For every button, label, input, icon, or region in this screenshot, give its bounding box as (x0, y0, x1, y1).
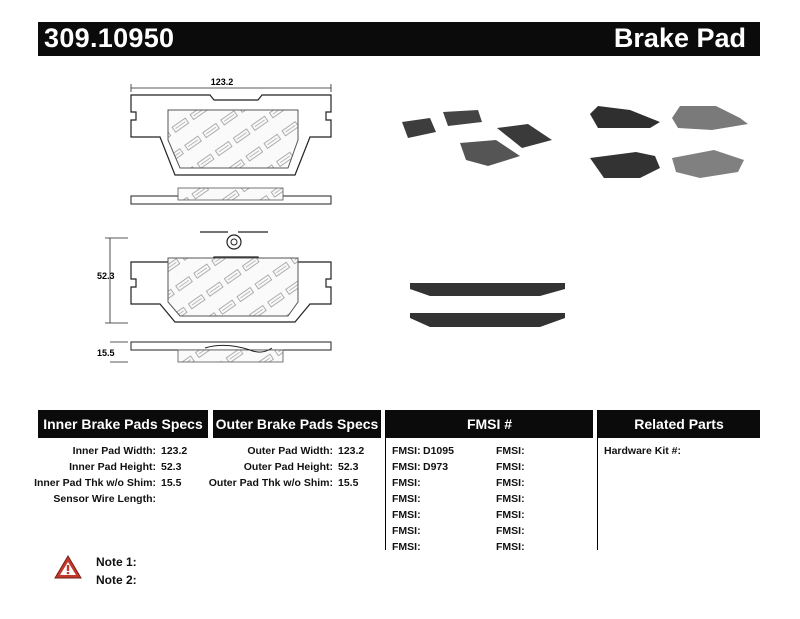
product-title: Brake Pad (613, 23, 746, 53)
related-parts-header: Related Parts (598, 410, 760, 438)
fmsi-label: FMSI: (392, 461, 421, 473)
width-label: 123.2 (211, 77, 234, 87)
outer-spec-value: 52.3 (338, 461, 359, 473)
product-photo-set (402, 110, 552, 166)
width-dimension: 123.2 (130, 77, 332, 92)
thickness-label: 15.5 (97, 348, 115, 358)
pad-side-view-2 (130, 341, 332, 363)
fmsi-label: FMSI: (392, 541, 421, 553)
inner-spec-label: Sensor Wire Length: (53, 493, 156, 505)
fmsi-label: FMSI: (496, 525, 525, 537)
inner-spec-label: Inner Pad Thk w/o Shim: (34, 477, 156, 489)
warning-triangle-icon (54, 555, 82, 579)
outer-spec-label: Outer Pad Thk w/o Shim: (208, 477, 333, 489)
pad-side-view-1 (130, 187, 332, 205)
fmsi-label: FMSI: (392, 477, 421, 489)
column-divider (597, 410, 598, 550)
outer-spec-value: 123.2 (338, 445, 365, 457)
fmsi-label: FMSI: (496, 477, 525, 489)
outer-spec-label: Outer Pad Height: (243, 461, 333, 473)
inner-spec-value: 123.2 (161, 445, 188, 457)
fmsi-header: FMSI # (386, 410, 593, 438)
inner-specs-header: Inner Brake Pads Specs (38, 410, 208, 438)
fmsi-label: FMSI: (496, 493, 525, 505)
fmsi-label: FMSI: (496, 445, 525, 457)
note-2-label: Note 2: (96, 573, 137, 587)
fmsi-label: FMSI: (392, 525, 421, 537)
product-photo-grid (590, 106, 748, 178)
fmsi-value: D973 (423, 461, 449, 473)
fmsi-label: FMSI: (496, 461, 525, 473)
pad-drawing-bottom (130, 231, 332, 323)
header-bar: 309.10950 Brake Pad (38, 22, 760, 56)
inner-spec-value: 52.3 (161, 461, 182, 473)
outer-specs-header: Outer Brake Pads Specs (213, 410, 381, 438)
fmsi-label: FMSI: (392, 509, 421, 521)
outer-spec-value: 15.5 (338, 477, 359, 489)
fmsi-value: D1095 (423, 445, 454, 457)
inner-spec-label: Inner Pad Width: (72, 445, 156, 457)
outer-spec-label: Outer Pad Width: (247, 445, 333, 457)
inner-spec-label: Inner Pad Height: (69, 461, 156, 473)
fmsi-label: FMSI: (496, 509, 525, 521)
height-label: 52.3 (97, 271, 115, 281)
technical-drawing: 123.2 52.3 15.5 (97, 77, 748, 363)
inner-spec-value: 15.5 (161, 477, 182, 489)
height-dimension: 52.3 (97, 237, 128, 324)
thickness-dimension: 15.5 (97, 341, 128, 363)
hardware-kit-label: Hardware Kit #: (604, 445, 682, 457)
note-1-label: Note 1: (96, 555, 137, 569)
part-number: 309.10950 (44, 23, 175, 53)
fmsi-label: FMSI: (496, 541, 525, 553)
fmsi-label: FMSI: (392, 445, 421, 457)
fmsi-label: FMSI: (392, 493, 421, 505)
pad-drawing-top (130, 94, 332, 176)
column-divider (385, 410, 386, 550)
product-photo-side (410, 283, 565, 327)
